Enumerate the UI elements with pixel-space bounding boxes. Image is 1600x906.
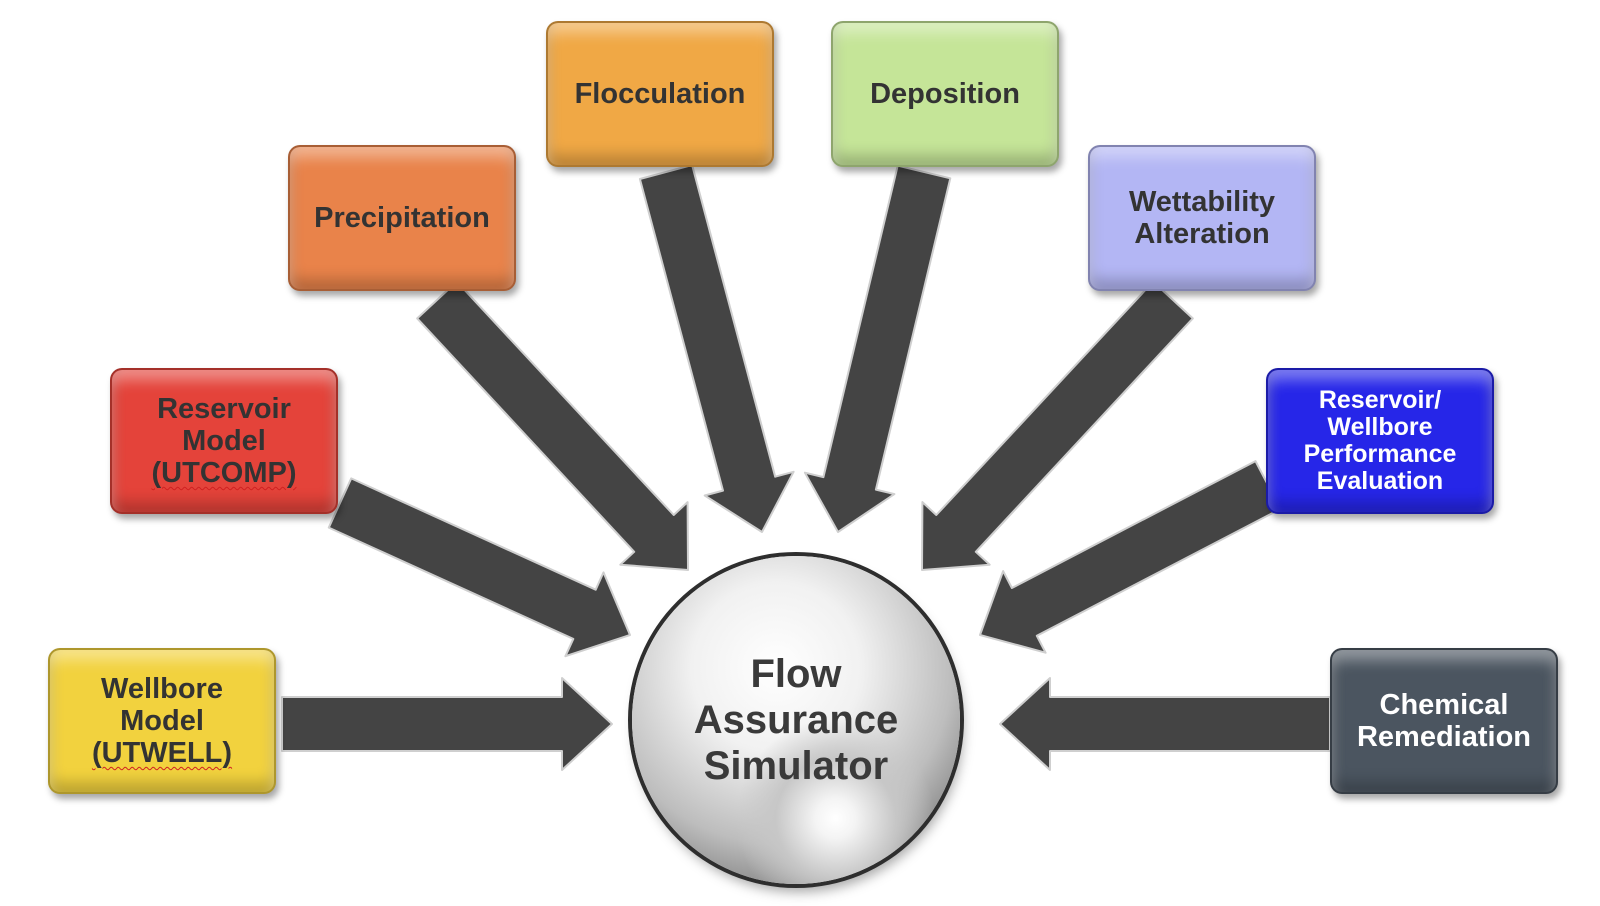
node-label-line: Deposition [870,78,1020,110]
arrow-deposition-to-hub [803,164,952,533]
hub-label: Flow Assurance Simulator [693,652,899,788]
node-label-line: Reservoir/ [1318,386,1442,414]
arrow-precipitation-to-hub [416,280,689,571]
node-wettability-alteration: Wettability Alteration [1088,145,1316,291]
arrow-wettability-alteration-to-hub [921,280,1194,571]
node-label-line: Performance [1303,440,1457,468]
node-label-line: Chemical [1379,689,1509,721]
node-label-line: Evaluation [1316,467,1444,495]
node-label-line: Wellbore [101,673,223,705]
node-reservoir-wellbore-performance-evaluation: Reservoir/ Wellbore Performance Evaluati… [1266,368,1494,514]
node-label-line: (UTWELL) [91,737,233,769]
node-label-line: Model [120,705,204,737]
arrow-reservoir-wellbore-performance-evaluation-to-hub [979,460,1282,654]
node-precipitation: Precipitation [288,145,516,291]
node-wellbore-model: Wellbore Model (UTWELL) [48,648,276,794]
arrow-flocculation-to-hub [638,164,795,533]
node-label-line: Wellbore [1327,413,1433,441]
node-label-line: Remediation [1356,721,1532,753]
node-label-line: Wettability [1128,186,1276,218]
node-flocculation: Flocculation [546,21,774,167]
node-label-line: Precipitation [314,202,490,234]
arrow-reservoir-model-to-hub [327,477,631,658]
flow-assurance-simulator-hub: Flow Assurance Simulator [632,556,960,884]
node-label-line: Flocculation [574,78,746,110]
node-reservoir-model: Reservoir Model (UTCOMP) [110,368,338,514]
arrow-chemical-remediation-to-hub [999,677,1331,771]
node-label-line: (UTCOMP) [151,457,297,489]
node-chemical-remediation: Chemical Remediation [1330,648,1558,794]
node-deposition: Deposition [831,21,1059,167]
arrow-wellbore-model-to-hub [281,677,613,771]
node-label-line: Reservoir [157,393,291,425]
node-label-line: Alteration [1134,218,1270,250]
node-label-line: Model [182,425,266,457]
